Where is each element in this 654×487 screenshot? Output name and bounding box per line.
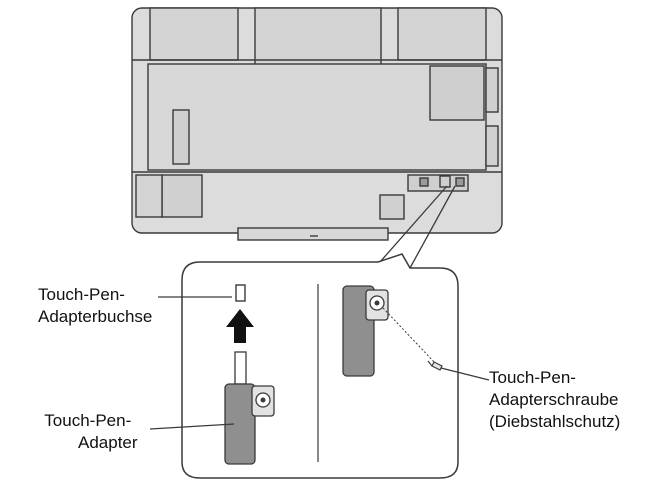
touch-pen-adapter-screw-label: Touch-Pen- Adapterschraube (Diebstahlsch… xyxy=(489,367,620,433)
screw-guide-line xyxy=(382,307,437,365)
socket-label-line2: Adapterbuchse xyxy=(38,307,153,326)
adapter-label-line1: Touch-Pen- xyxy=(44,411,132,430)
adapter-label-line2: Adapter xyxy=(78,433,138,452)
display-rear-view xyxy=(131,7,503,241)
screw-label-line1: Touch-Pen- xyxy=(489,368,576,387)
arrow-up-icon xyxy=(226,309,254,343)
screw-label-line2: Adapterschraube xyxy=(489,390,619,409)
adapter-socket-icon xyxy=(235,284,246,302)
socket-label-line1: Touch-Pen- xyxy=(38,285,125,304)
leader-lines xyxy=(149,296,490,430)
screw-label-line3: (Diebstahlschutz) xyxy=(489,412,621,431)
screw-icon xyxy=(427,360,443,371)
mounted-adapter-icon xyxy=(342,285,389,377)
detail-callout-box xyxy=(181,253,459,479)
touch-pen-adapter-label: Touch-Pen- Adapter xyxy=(38,410,138,454)
touch-pen-adapter-icon xyxy=(224,351,275,465)
zoom-callout-lines xyxy=(379,185,456,269)
touch-pen-adapter-socket-label: Touch-Pen- Adapterbuchse xyxy=(38,284,152,328)
